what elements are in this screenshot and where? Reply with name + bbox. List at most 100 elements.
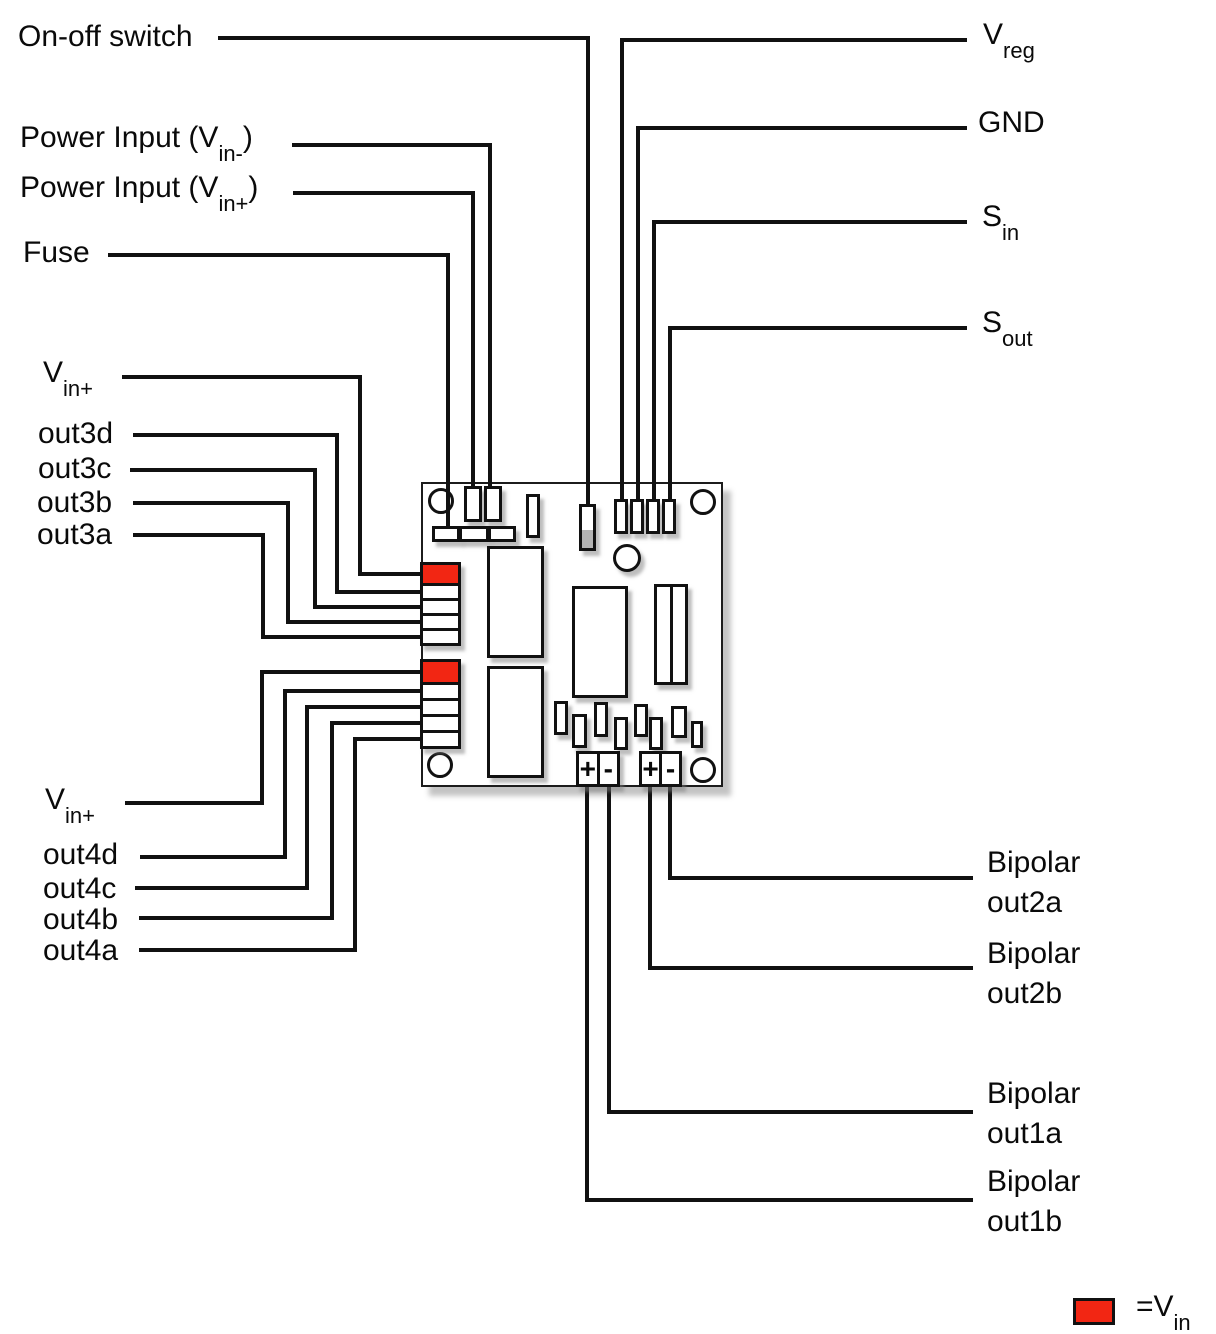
resistor-8: [691, 721, 703, 748]
power-input-pin-plus: [484, 486, 502, 522]
pin-out4c: [423, 698, 458, 714]
wire-out3c-h2: [313, 605, 425, 609]
pin-out4d: [423, 682, 458, 698]
mounting-hole-top-right: [690, 489, 716, 515]
wire-bipolar-out1b-v: [585, 785, 589, 1202]
wire-bipolar-out2b-v: [648, 785, 652, 970]
signal-pin-sout: [662, 499, 676, 534]
resistor-3: [594, 702, 608, 737]
wire-sout-h: [668, 326, 967, 330]
wire-out4a-h: [139, 948, 357, 952]
fuse-holder-cell-1: [432, 526, 460, 542]
terminal-1-minus: -: [596, 751, 620, 787]
wire-out3c-v: [313, 468, 317, 609]
wire-vin-upper-v: [358, 375, 362, 576]
mounting-hole-top-left: [428, 488, 454, 514]
terminal-block-1: + -: [576, 751, 620, 787]
wire-sin-v: [652, 220, 656, 504]
wire-vin-upper-h2: [358, 572, 425, 576]
wire-vin-lower-h2: [260, 670, 425, 674]
wire-out3c-h: [130, 468, 317, 472]
wire-out4b-h: [139, 916, 334, 920]
ic-center: [572, 586, 628, 698]
wire-out4d-v: [283, 689, 287, 859]
board-via-circle: [613, 544, 641, 572]
resistor-1: [554, 701, 568, 735]
mounting-hole-bottom-right: [690, 757, 716, 783]
wire-fuse-h: [108, 253, 450, 257]
ic-relay-lower: [487, 666, 544, 778]
label-out3b: out3b: [37, 486, 113, 519]
switch-actuator: [582, 530, 593, 548]
resistor-4: [614, 717, 628, 750]
pin-out4b: [423, 714, 458, 730]
label-out4c: out4c: [43, 872, 117, 905]
small-component: [526, 494, 540, 538]
label-gnd: GND: [978, 106, 1045, 139]
label-out3a: out3a: [37, 518, 113, 551]
legend-label: =Vin: [1136, 1290, 1191, 1334]
pin-out4a: [423, 730, 458, 746]
wire-out4b-h2: [330, 721, 425, 725]
resistor-5: [634, 704, 648, 737]
pin-out3d: [423, 583, 458, 598]
wire-out3b-v: [286, 501, 290, 624]
pin-out3a: [423, 628, 458, 643]
wire-power-vin-minus-h: [292, 143, 492, 147]
connector-out4: [420, 659, 461, 749]
power-input-pin-minus: [464, 486, 482, 522]
signal-pin-sin: [646, 499, 660, 534]
wire-out3d-v: [335, 433, 339, 594]
fuse-holder-cell-3: [488, 526, 516, 542]
connector-out3: [420, 562, 461, 646]
wire-vin-lower-h: [125, 801, 264, 805]
pin-out3b: [423, 613, 458, 628]
wire-out3b-h: [133, 501, 290, 505]
wire-out4b-v: [330, 721, 334, 920]
signal-pin-gnd: [630, 499, 644, 534]
wire-bipolar-out1b-h: [585, 1198, 973, 1202]
wire-gnd-v: [636, 126, 640, 504]
ic-relay-upper: [487, 546, 544, 658]
wire-fuse-v: [446, 253, 450, 531]
label-out3c: out3c: [38, 452, 112, 485]
wire-out4c-h: [135, 886, 309, 890]
label-fuse: Fuse: [23, 236, 90, 269]
wire-out4c-v: [305, 705, 309, 890]
label-v-reg: Vreg: [983, 18, 1035, 63]
wire-out4d-h: [140, 855, 287, 859]
wire-vreg-h: [620, 38, 967, 42]
wire-out4c-h2: [305, 705, 425, 709]
wire-vin-upper-h: [122, 375, 362, 379]
wire-bipolar-out2a-h: [668, 876, 973, 880]
signal-pin-vreg: [614, 499, 628, 534]
wire-power-vin-plus-v: [471, 191, 475, 493]
mounting-hole-bottom-left: [427, 752, 453, 778]
wire-out3a-h: [133, 533, 265, 537]
wire-vreg-v: [620, 38, 624, 504]
wire-out3d-h2: [335, 590, 425, 594]
label-power-input-vin-minus: Power Input (Vin-): [20, 121, 253, 166]
wire-bipolar-out2a-v: [668, 785, 672, 880]
wire-out4a-v: [353, 737, 357, 952]
pin-out3c: [423, 598, 458, 613]
wire-out3d-h: [133, 433, 339, 437]
legend-red-swatch: [1073, 1298, 1115, 1325]
pin-vin-upper-red: [423, 565, 458, 583]
wire-vin-lower-v: [260, 670, 264, 805]
label-vin-plus-upper: Vin+: [43, 356, 93, 401]
label-out4a: out4a: [43, 934, 119, 967]
wire-out4d-h2: [283, 689, 425, 693]
wire-gnd-h: [636, 126, 967, 130]
label-out4b: out4b: [43, 903, 119, 936]
resistor-2: [572, 714, 587, 748]
wire-power-vin-plus-h: [293, 191, 475, 195]
ic-right-dual: [654, 584, 688, 685]
on-off-switch-component: [579, 504, 596, 551]
wire-out3a-v: [261, 533, 265, 639]
